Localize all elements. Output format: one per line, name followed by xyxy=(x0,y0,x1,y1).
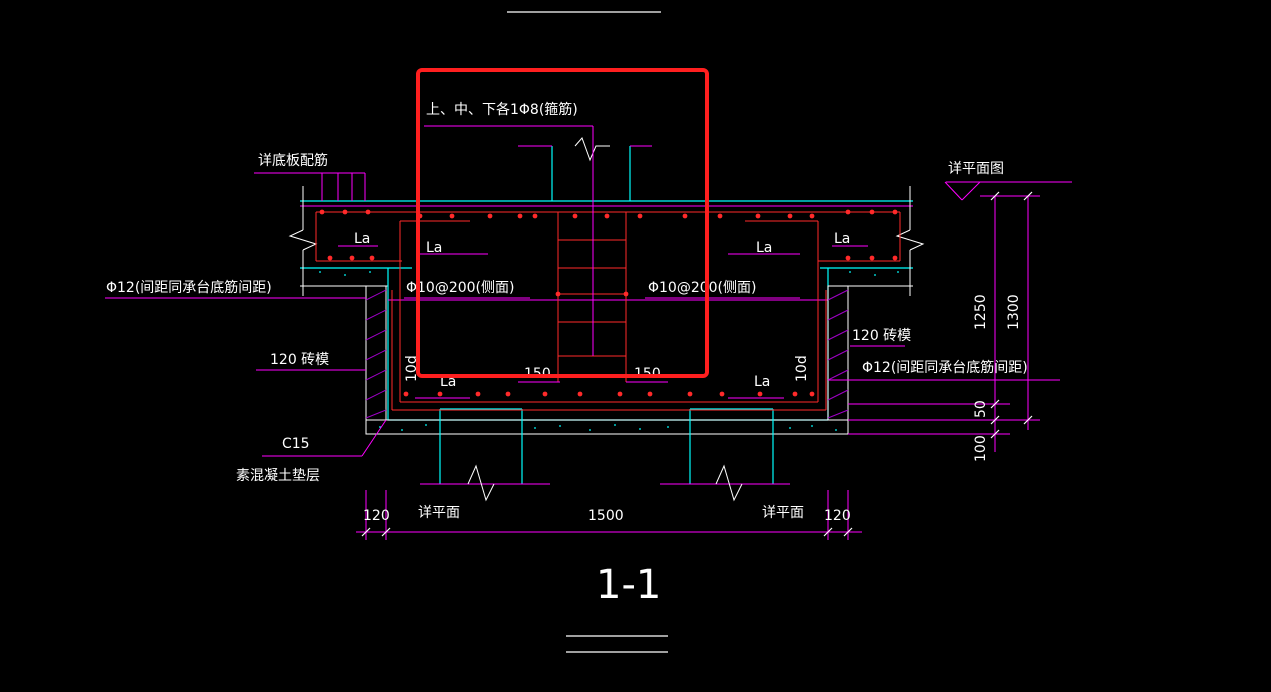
cushion-note: 素混凝土垫层 xyxy=(236,468,320,484)
brick-hatch xyxy=(365,289,849,419)
plan-ref-right: 详平面 xyxy=(762,505,804,521)
plan-ref-top: 详平面图 xyxy=(948,161,1004,177)
concrete-grade: C15 xyxy=(282,436,310,452)
section-title: 1-1 xyxy=(596,562,661,608)
dim-height-1250: 1250 xyxy=(973,294,989,330)
bottom-slab-ref: 详底板配筋 xyxy=(258,152,328,169)
la-label-4: La xyxy=(834,231,850,247)
dim-height-100: 100 xyxy=(973,435,989,462)
brick-left: 120 砖模 xyxy=(270,352,329,368)
dim-height-50: 50 xyxy=(973,400,989,418)
la-label-6: La xyxy=(754,374,770,390)
cushion-hatch xyxy=(319,271,899,431)
side-bar-left: Φ10@200(侧面) xyxy=(406,280,514,296)
rebar-right-note: Φ12(间距同承台底筋间距) xyxy=(862,359,1028,376)
dimension-ticks xyxy=(361,191,1033,537)
dim-width-mid: 1500 xyxy=(588,508,624,524)
stirrup-note: 上、中、下各1Φ8(箍筋) xyxy=(426,101,578,118)
rebar-left-note: Φ12(间距同承台底筋间距) xyxy=(106,279,272,296)
la-label-2: La xyxy=(426,240,442,256)
dim-width-left: 120 xyxy=(363,508,390,524)
la-label-1: La xyxy=(354,231,370,247)
la-label-3: La xyxy=(756,240,772,256)
plan-ref-left: 详平面 xyxy=(418,505,460,521)
structure-outline xyxy=(288,137,925,502)
dim-width-right: 120 xyxy=(824,508,851,524)
highlight-box[interactable] xyxy=(416,68,709,378)
leaders xyxy=(105,125,1072,540)
dim-height-1300: 1300 xyxy=(1006,294,1022,330)
d10-right: 10d xyxy=(794,355,810,382)
rebar-dots xyxy=(319,209,898,397)
brick-right: 120 砖模 xyxy=(852,328,911,344)
side-bar-right: Φ10@200(侧面) xyxy=(648,280,756,296)
rebar xyxy=(315,211,901,411)
